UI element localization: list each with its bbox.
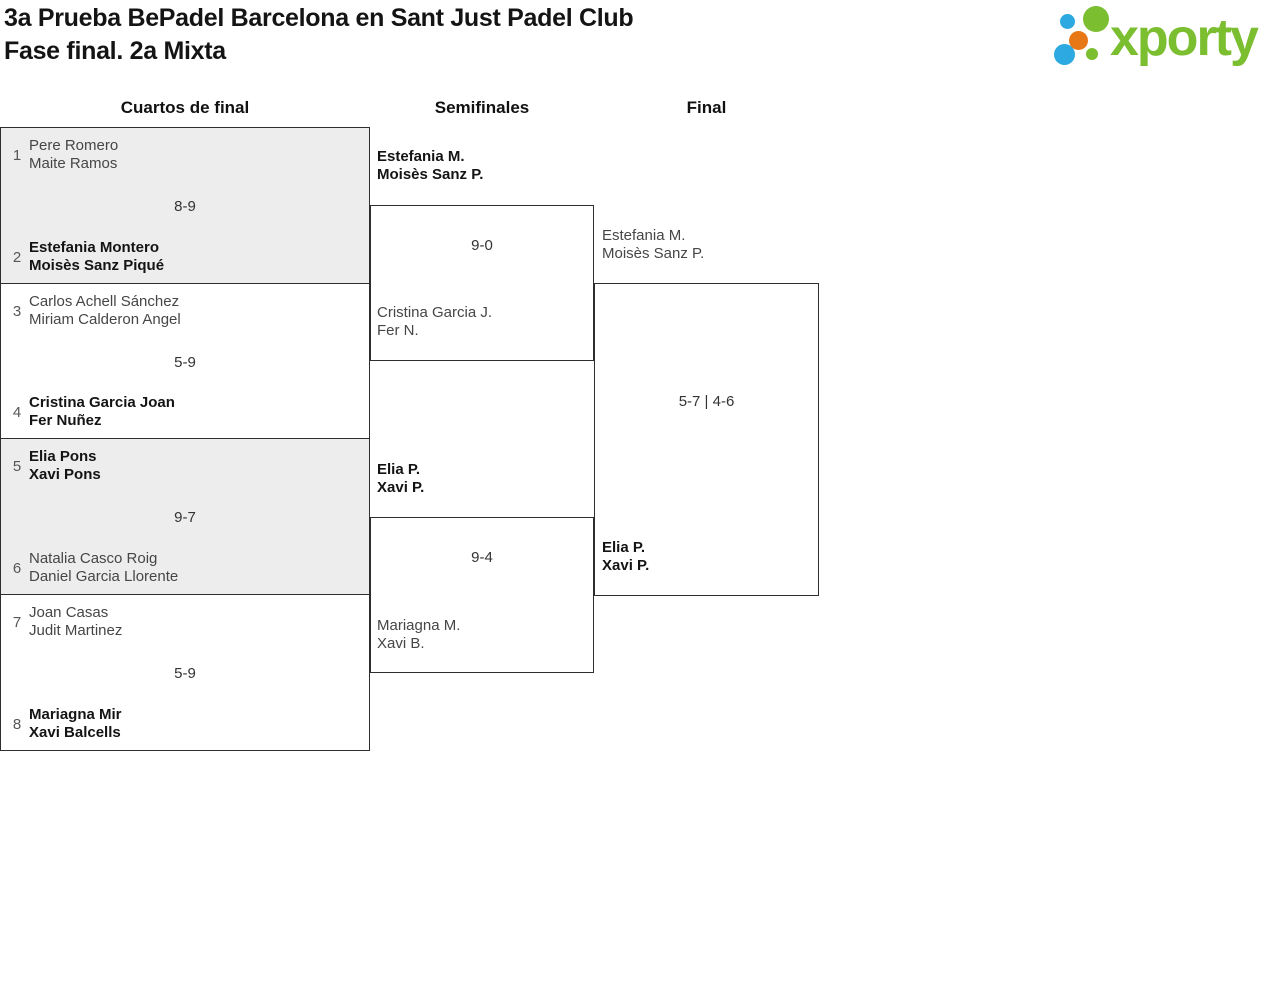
player-name: Xavi Balcells [29, 724, 121, 741]
player-name: Moisès Sanz P. [602, 245, 705, 262]
logo-dot-blue-big-icon [1054, 44, 1075, 65]
player-name: Mariagna M. [377, 617, 461, 634]
match-semifinal-2-box [370, 517, 594, 673]
team-cristina-garcia: 4 Cristina Garcia Joan Fer Nuñez [1, 394, 175, 430]
team-joan-casas: 7 Joan Casas Judit Martinez [1, 604, 123, 640]
page-title-line2: Fase final. 2a Mixta [4, 37, 226, 65]
logo-dot-green-small-icon [1086, 48, 1098, 60]
team-mariagna-mir: 8 Mariagna Mir Xavi Balcells [1, 706, 122, 742]
match-semifinal-1-box [370, 205, 594, 361]
player-name: Estefania Montero [29, 239, 160, 256]
seed-number: 5 [12, 457, 22, 475]
team-elia-pons: 5 Elia Pons Xavi Pons [1, 448, 101, 484]
xporty-logo: xporty [1048, 2, 1276, 78]
semifinal-2-team1: Elia P. Xavi P. [377, 461, 424, 497]
seed-number: 1 [12, 146, 22, 164]
seed-number: 4 [12, 403, 22, 421]
player-name: Cristina Garcia Joan [29, 394, 175, 411]
player-name: Miriam Calderon Angel [29, 311, 181, 328]
seed-number: 8 [12, 715, 22, 733]
player-name: Fer Nuñez [29, 412, 102, 429]
player-name: Elia P. [377, 461, 421, 478]
team-natalia-casco: 6 Natalia Casco Roig Daniel Garcia Llore… [1, 550, 178, 586]
player-name: Mariagna Mir [29, 706, 122, 723]
player-name: Moisès Sanz Piqué [29, 257, 165, 274]
player-name: Pere Romero [29, 137, 119, 154]
logo-dot-orange-icon [1069, 31, 1088, 50]
player-name: Xavi P. [602, 557, 650, 574]
player-name: Xavi P. [377, 479, 425, 496]
round-header-quarterfinals: Cuartos de final [120, 98, 250, 117]
match-quarterfinal-2: 3 Carlos Achell Sánchez Miriam Calderon … [0, 283, 370, 439]
match-score: 9-7 [174, 509, 196, 526]
seed-number: 2 [12, 248, 22, 266]
player-name: Natalia Casco Roig [29, 550, 158, 567]
player-name: Joan Casas [29, 604, 109, 621]
match-quarterfinal-3: 5 Elia Pons Xavi Pons 9-7 6 Natalia Casc… [0, 438, 370, 595]
match-score: 5-9 [174, 665, 196, 682]
player-name: Elia P. [602, 539, 646, 556]
player-name: Xavi B. [377, 635, 425, 652]
player-name: Maite Ramos [29, 155, 118, 172]
logo-dot-blue-small-icon [1060, 14, 1075, 29]
logo-dot-green-big-icon [1083, 6, 1109, 32]
team-estefania-montero: 2 Estefania Montero Moisès Sanz Piqué [1, 239, 164, 275]
page-title: 3a Prueba BePadel Barcelona en Sant Just… [4, 2, 634, 68]
player-name: Daniel Garcia Llorente [29, 568, 179, 585]
team-pere-romero: 1 Pere Romero Maite Ramos [1, 137, 118, 173]
match-final-box [594, 283, 819, 596]
team-carlos-achell: 3 Carlos Achell Sánchez Miriam Calderon … [1, 293, 181, 329]
final-score: 5-7 | 4-6 [678, 393, 735, 410]
round-header-final: Final [686, 98, 727, 117]
match-score: 5-9 [174, 354, 196, 371]
player-name: Judit Martinez [29, 622, 123, 639]
page-title-line1: 3a Prueba BePadel Barcelona en Sant Just… [4, 4, 634, 32]
match-quarterfinal-4: 7 Joan Casas Judit Martinez 5-9 8 Mariag… [0, 594, 370, 751]
logo-wordmark: xporty [1110, 9, 1259, 67]
semifinal-1-team2: Cristina Garcia J. Fer N. [377, 304, 492, 340]
player-name: Xavi Pons [29, 466, 101, 483]
seed-number: 6 [12, 559, 22, 577]
semifinal-1-score: 9-0 [471, 237, 493, 254]
seed-number: 3 [12, 302, 22, 320]
round-header-semifinals: Semifinales [434, 98, 530, 117]
semifinal-1-team1: Estefania M. Moisès Sanz P. [377, 148, 483, 184]
match-quarterfinal-1: 1 Pere Romero Maite Ramos 8-9 2 Estefani… [0, 127, 370, 284]
final-team2: Elia P. Xavi P. [602, 539, 649, 575]
final-team1: Estefania M. Moisès Sanz P. [602, 227, 704, 263]
semifinal-2-team2: Mariagna M. Xavi B. [377, 617, 460, 653]
player-name: Estefania M. [377, 148, 465, 165]
player-name: Moisès Sanz P. [377, 166, 484, 183]
player-name: Estefania M. [602, 227, 686, 244]
player-name: Carlos Achell Sánchez [29, 293, 180, 310]
player-name: Cristina Garcia J. [377, 304, 493, 321]
player-name: Fer N. [377, 322, 419, 339]
seed-number: 7 [12, 613, 22, 631]
player-name: Elia Pons [29, 448, 97, 465]
match-score: 8-9 [174, 198, 196, 215]
semifinal-2-score: 9-4 [471, 549, 493, 566]
